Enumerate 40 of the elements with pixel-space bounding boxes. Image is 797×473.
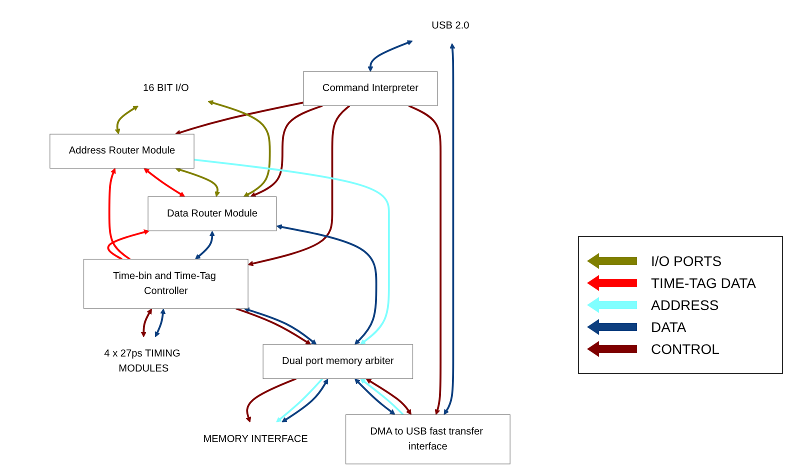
arrow [195,230,215,260]
arrow [144,168,186,197]
arrow [246,378,297,422]
legend-label: ADDRESS [651,297,719,313]
node-box: Command Interpreter [303,71,438,106]
arrow [107,229,150,260]
arrow [360,378,404,416]
arrow [174,102,304,136]
arrow [250,104,323,198]
arrow [282,378,328,422]
node-box: Time-bin and Time-Tag Controller [83,258,248,309]
node-box: Dual port memory arbiter [262,344,414,379]
arrow [276,224,378,345]
arrow [108,168,131,260]
node-box: Data Router Module [148,196,277,232]
node-text: 4 x 27ps TIMING MODULES [104,348,180,374]
legend-label: TIME-TAG DATA [651,275,756,291]
node-box: DMA to USB fast transfer interface [346,414,510,464]
arrow [154,308,166,338]
node-text: USB 2.0 [432,20,470,32]
arrow [114,106,139,134]
legend-label: CONTROL [651,341,720,357]
node-box: Address Router Module [50,134,194,169]
arrow [408,104,442,415]
arrow [354,378,396,415]
arrow [444,43,456,415]
node-text: MEMORY INTERFACE [203,434,308,444]
arrow [208,100,271,197]
arrow [175,167,220,197]
arrow [248,104,350,266]
arrow [140,308,152,338]
arrow [236,308,312,345]
arrow [244,307,317,345]
arrow [194,158,390,345]
arrow [366,378,412,415]
legend-label: I/O PORTS [651,253,722,269]
arrow [368,40,413,72]
node-text: 16 BIT I/O [142,82,189,94]
arrow [276,378,324,422]
legend-label: DATA [651,319,686,335]
